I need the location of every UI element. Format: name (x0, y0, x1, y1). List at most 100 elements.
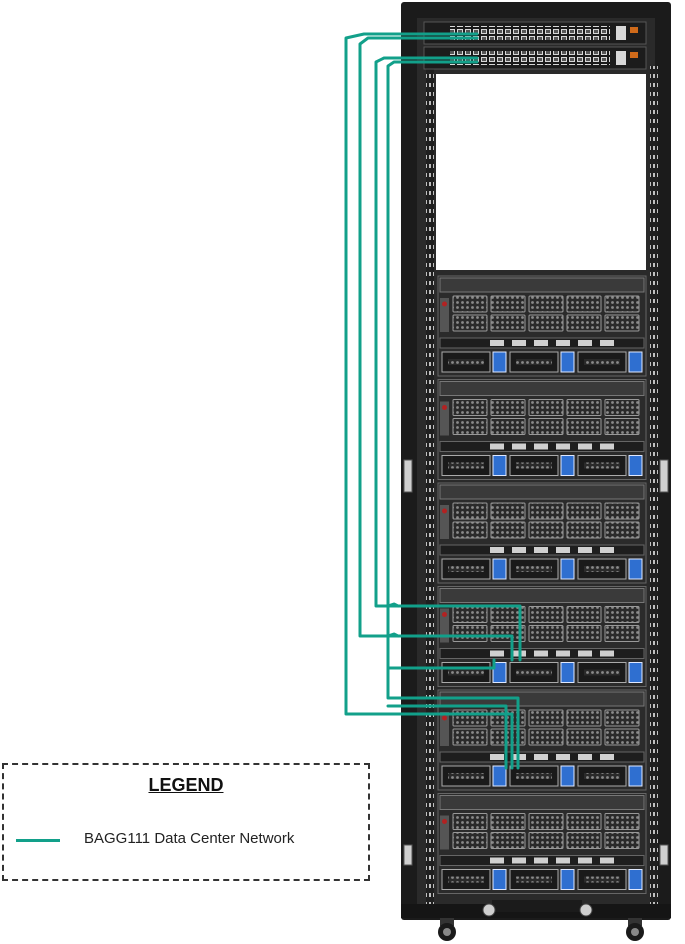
fan-grill (453, 419, 487, 435)
server-2 (438, 380, 646, 480)
drive-latch (493, 456, 506, 476)
status-led (442, 716, 447, 721)
io-port (534, 444, 548, 450)
fan-grill (453, 626, 487, 642)
status-led (442, 509, 447, 514)
io-port (600, 547, 614, 553)
fan-grill (567, 296, 601, 312)
fan-grill (529, 419, 563, 435)
fan-grill (529, 729, 563, 745)
io-port (600, 444, 614, 450)
fan-grill (567, 833, 601, 849)
io-port (578, 754, 592, 760)
fan-grill (453, 710, 487, 726)
cable-5 (388, 604, 398, 606)
io-port (534, 547, 548, 553)
status-led (442, 405, 447, 410)
io-port (490, 444, 504, 450)
io-port (534, 754, 548, 760)
fan-grill (567, 626, 601, 642)
fan-grill (491, 814, 525, 830)
io-port (556, 651, 570, 657)
fan-grill (529, 522, 563, 538)
drive-latch (561, 559, 574, 579)
io-port (490, 547, 504, 553)
server-6 (438, 794, 646, 894)
drive-latch (629, 870, 642, 890)
drive-latch (493, 352, 506, 372)
fan-grill (529, 315, 563, 331)
io-port (490, 651, 504, 657)
status-led (442, 612, 447, 617)
fan-grill (567, 814, 601, 830)
drive-latch (561, 766, 574, 786)
fan-grill (529, 296, 563, 312)
fan-grill (605, 710, 639, 726)
io-port (490, 858, 504, 864)
fan-grill (567, 419, 601, 435)
fan-grill (453, 814, 487, 830)
fan-grill (453, 522, 487, 538)
io-port (490, 754, 504, 760)
fan-grill (491, 710, 525, 726)
fan-grill (605, 315, 639, 331)
io-port (578, 444, 592, 450)
io-port (578, 651, 592, 657)
fan-grill (529, 710, 563, 726)
drive-latch (493, 766, 506, 786)
fan-grill (453, 315, 487, 331)
io-port (534, 858, 548, 864)
fan-grill (567, 315, 601, 331)
drive-latch (493, 559, 506, 579)
io-port (600, 651, 614, 657)
fan-grill (491, 522, 525, 538)
drive-latch (561, 352, 574, 372)
caster-right (626, 918, 644, 941)
io-port (600, 754, 614, 760)
fan-grill (491, 503, 525, 519)
io-port (578, 547, 592, 553)
fan-grill (491, 729, 525, 745)
fan-grill (453, 833, 487, 849)
fan-grill (529, 626, 563, 642)
io-port (600, 858, 614, 864)
drive-latch (629, 456, 642, 476)
fan-grill (529, 833, 563, 849)
status-led (442, 819, 447, 824)
fan-grill (529, 607, 563, 623)
drive-latch (629, 663, 642, 683)
io-port (556, 858, 570, 864)
cable-6 (388, 634, 398, 636)
server-3 (438, 483, 646, 583)
io-port (490, 340, 504, 346)
fan-grill (605, 419, 639, 435)
fan-grill (567, 710, 601, 726)
io-port (578, 858, 592, 864)
fan-grill (453, 296, 487, 312)
drive-latch (629, 352, 642, 372)
fan-grill (491, 833, 525, 849)
fan-grill (453, 400, 487, 416)
io-port (556, 340, 570, 346)
io-port (512, 547, 526, 553)
drive-latch (493, 870, 506, 890)
fan-grill (453, 503, 487, 519)
fan-grill (453, 607, 487, 623)
io-port (512, 858, 526, 864)
io-port (534, 340, 548, 346)
io-port (556, 444, 570, 450)
fan-grill (491, 296, 525, 312)
fan-grill (529, 814, 563, 830)
legend-box: LEGEND BAGG111 Data Center Network (2, 763, 370, 881)
caster-left (438, 918, 456, 941)
fan-grill (567, 607, 601, 623)
fan-grill (453, 729, 487, 745)
drive-latch (561, 456, 574, 476)
status-led (442, 302, 447, 307)
fan-grill (567, 729, 601, 745)
io-port (512, 340, 526, 346)
io-port (512, 444, 526, 450)
drive-latch (561, 663, 574, 683)
fan-grill (567, 400, 601, 416)
fan-grill (605, 522, 639, 538)
